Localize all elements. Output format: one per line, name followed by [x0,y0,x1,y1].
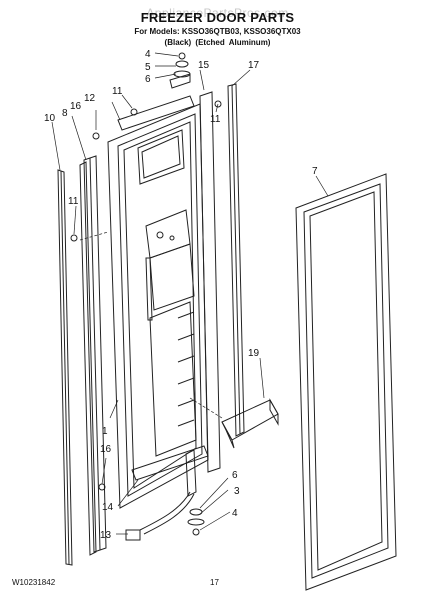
door-liner [107,103,209,509]
callout-label: 17 [248,60,260,71]
callout-label: 11 [68,196,79,207]
leader-lines [51,52,329,535]
callout-label: 11 [210,114,221,125]
callout-label: 6 [232,470,238,481]
bottom-hinge-bracket [131,445,209,526]
left-trim-strip [79,155,107,556]
model-variants: (Black) (Etched Aluminum) [164,38,271,47]
callout-label: 7 [312,166,318,177]
door-panel [295,173,397,591]
top-hinge-bracket [117,60,195,131]
callout-label: 13 [100,530,112,541]
page-number: 17 [210,578,219,587]
callout-label: 16 [70,101,82,112]
callout-label: 3 [234,486,240,497]
gasket-strip-left [57,169,73,566]
callout-label: 14 [102,502,114,513]
document-code: W10231842 [12,578,56,587]
wire-harness [125,491,195,541]
callout-label: 6 [145,74,151,85]
callout-label: 10 [44,113,56,124]
callout-label: 15 [198,60,210,71]
door-bin [221,398,279,449]
callout-label: 5 [145,62,151,73]
callout-label: 16 [100,444,112,455]
callout-label: 19 [248,348,260,359]
callout-label: 4 [232,508,238,519]
right-trim-strip [199,83,245,473]
watermark: AppliancePartsPros.com [146,6,289,20]
callout-label: 4 [145,49,151,60]
callout-label: 12 [84,93,96,104]
callout-label: 8 [62,108,68,119]
callout-labels: 4 5 6 15 17 11 12 16 8 10 11 11 7 19 1 1… [44,49,318,541]
callout-label: 11 [112,86,123,97]
diagram-title: FREEZER DOOR PARTS [140,10,295,25]
callout-label: 1 [102,426,108,437]
model-numbers: For Models: KSSO36QTB03, KSSO36QTX03 [134,27,301,36]
